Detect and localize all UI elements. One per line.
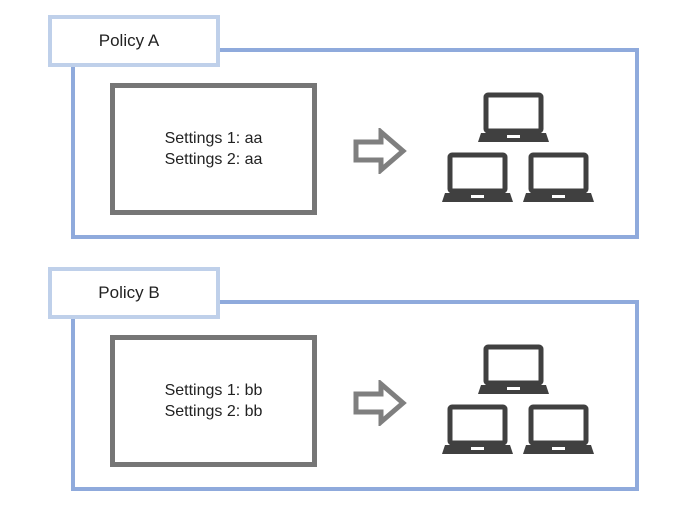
computer-network-icon [442,92,594,202]
laptop-right-icon [523,152,594,202]
policy-b-settings-box: Settings 1: bb Settings 2: bb [110,335,317,467]
policy-a-group: Policy A Settings 1: aa Settings 2: aa [0,0,694,239]
arrow-right-icon [353,128,407,174]
laptop-top-icon [478,92,549,142]
policy-a-settings-box: Settings 1: aa Settings 2: aa [110,83,317,215]
laptop-left-icon [442,404,513,454]
policy-a-tab: Policy A [48,15,220,67]
policy-a-title: Policy A [98,31,160,50]
policy-b-group: Policy B Settings 1: bb Settings 2: bb [0,252,694,491]
arrow-right-icon [353,380,407,426]
policy-b-tab: Policy B [48,267,220,319]
policy-a-setting-1: Settings 1: aa [164,130,263,147]
computer-network-icon [442,344,594,454]
laptop-right-icon [523,404,594,454]
policy-b-setting-2: Settings 2: bb [164,403,263,420]
policy-a-setting-2: Settings 2: aa [164,151,263,168]
policy-b-title: Policy B [98,283,160,302]
laptop-left-icon [442,152,513,202]
policy-b-setting-1: Settings 1: bb [164,382,263,399]
laptop-top-icon [478,344,549,394]
